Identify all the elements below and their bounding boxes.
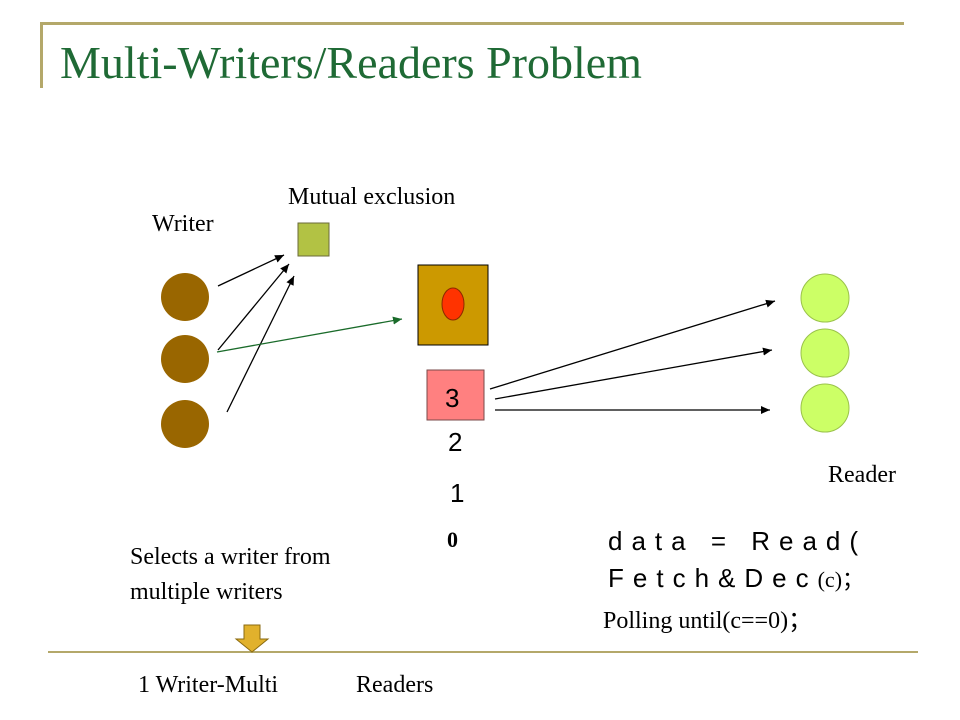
reader-label: Reader — [828, 462, 896, 488]
slide-frame-top — [40, 22, 904, 25]
reader-circle-1 — [800, 273, 850, 323]
counter-step-0: 0 — [447, 527, 458, 552]
writer-circle-3 — [161, 400, 209, 448]
selects-writer-note: Selects a writer from multiple writers — [130, 544, 331, 605]
mutex-box — [297, 222, 330, 257]
reader-circle-2 — [800, 328, 850, 378]
writer-circle-2 — [161, 335, 209, 383]
arrow-writer2-to-mutex — [217, 263, 290, 351]
code-line-polling: Polling until(c==0)； — [603, 600, 812, 635]
writer-circle-1 — [161, 273, 209, 321]
counter-step-2: 2 — [448, 427, 463, 457]
counter-value: 3 — [445, 383, 460, 413]
code-polling-text: Polling until(c==0) — [603, 608, 789, 634]
code-fetch-dec-end: ； — [842, 567, 865, 592]
counter-step-1: 1 — [450, 478, 465, 508]
arrow-counter-to-reader1 — [489, 299, 776, 390]
slide-frame-bottom — [48, 651, 918, 653]
slide-title: Multi-Writers/Readers Problem — [60, 37, 642, 88]
code-fetch-dec-arg: (c) — [817, 567, 843, 592]
writer-label: Writer — [152, 211, 214, 237]
reader-circle-3 — [800, 383, 850, 433]
code-line-fetch-dec: Fetch&Dec(c)； — [608, 562, 864, 594]
code-polling-end: ； — [788, 608, 813, 634]
code-fetch-dec-func: Fetch&Dec — [608, 563, 818, 593]
code-line-read: data = Read( — [608, 526, 868, 556]
down-arrow-icon — [234, 624, 270, 653]
bottom-label-writer: 1 Writer-Multi — [138, 672, 279, 698]
arrow-writer1-to-mutex — [217, 254, 285, 287]
shared-data-dot — [441, 287, 465, 321]
arrow-writer-to-shared-data — [216, 316, 403, 353]
arrow-counter-to-reader2 — [494, 347, 773, 400]
slide-frame-left — [40, 22, 43, 88]
mutual-exclusion-label: Mutual exclusion — [288, 184, 456, 210]
counter-box — [426, 369, 485, 421]
bottom-label-readers: Readers — [356, 672, 434, 698]
